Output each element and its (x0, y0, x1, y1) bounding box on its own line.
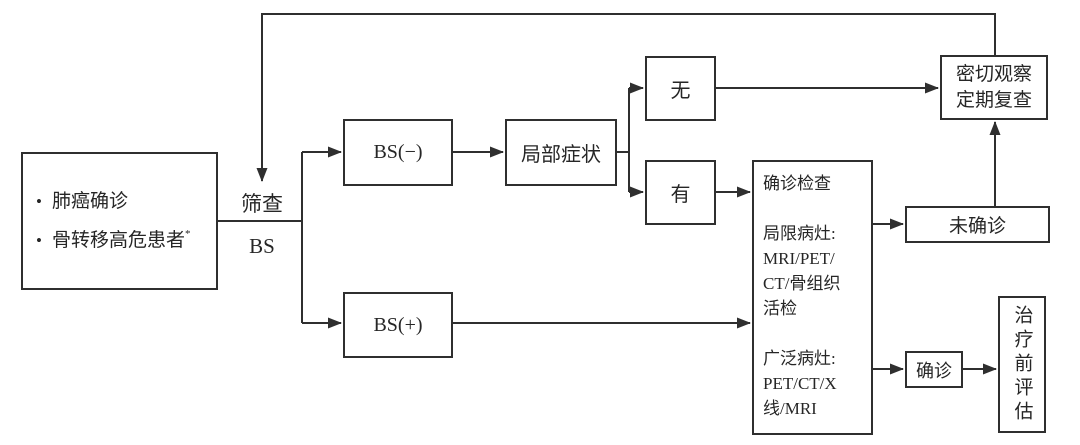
list-item: • 肺癌确诊 (36, 190, 128, 214)
bullet-icon: • (36, 230, 42, 250)
exam-line: 活检 (763, 299, 797, 318)
screening-label: 筛查 (241, 192, 283, 216)
patients-item-label: 骨转移高危患者 (51, 229, 185, 251)
arrow-observe-feedback-to-screening (256, 13, 996, 182)
exam-line: 线/MRI (763, 399, 817, 418)
confirm-exam-box: 确诊检查 局限病灶: MRI/PET/ CT/骨组织 活检 广泛病灶: PET/… (752, 160, 873, 435)
bullet-icon: • (36, 191, 42, 211)
bs-label: BS (249, 234, 275, 258)
exam-line: 确诊检查 (763, 174, 831, 193)
bs-positive-box: BS(+) (343, 292, 453, 358)
observe-followup-box: 密切观察 定期复查 (940, 55, 1048, 120)
unconfirmed-box: 未确诊 (905, 206, 1050, 243)
observe-line: 密切观察 (955, 63, 1032, 85)
exam-line: CT/骨组织 (763, 274, 841, 293)
exam-line: MRI/PET/ (763, 249, 835, 268)
symptom-absent-box: 无 (645, 56, 716, 121)
local-symptoms-box: 局部症状 (505, 119, 617, 186)
pretreatment-evaluation-box: 治疗前评估 (998, 296, 1046, 433)
exam-line: 广泛病灶: (763, 349, 836, 368)
exam-line: PET/CT/X (763, 374, 837, 393)
confirmed-box: 确诊 (905, 351, 963, 388)
exam-line: 局限病灶: (763, 224, 836, 243)
patients-item-label: 肺癌确诊 (51, 190, 128, 212)
patients-box: • 肺癌确诊 • 骨转移高危患者* (21, 152, 218, 290)
symptom-present-box: 有 (645, 160, 716, 225)
footnote-marker: * (184, 227, 191, 240)
pretreatment-label: 治疗前评估 (1011, 304, 1033, 425)
bs-negative-box: BS(−) (343, 119, 453, 186)
list-item: • 骨转移高危患者* (36, 227, 191, 253)
observe-line: 定期复查 (955, 89, 1032, 111)
